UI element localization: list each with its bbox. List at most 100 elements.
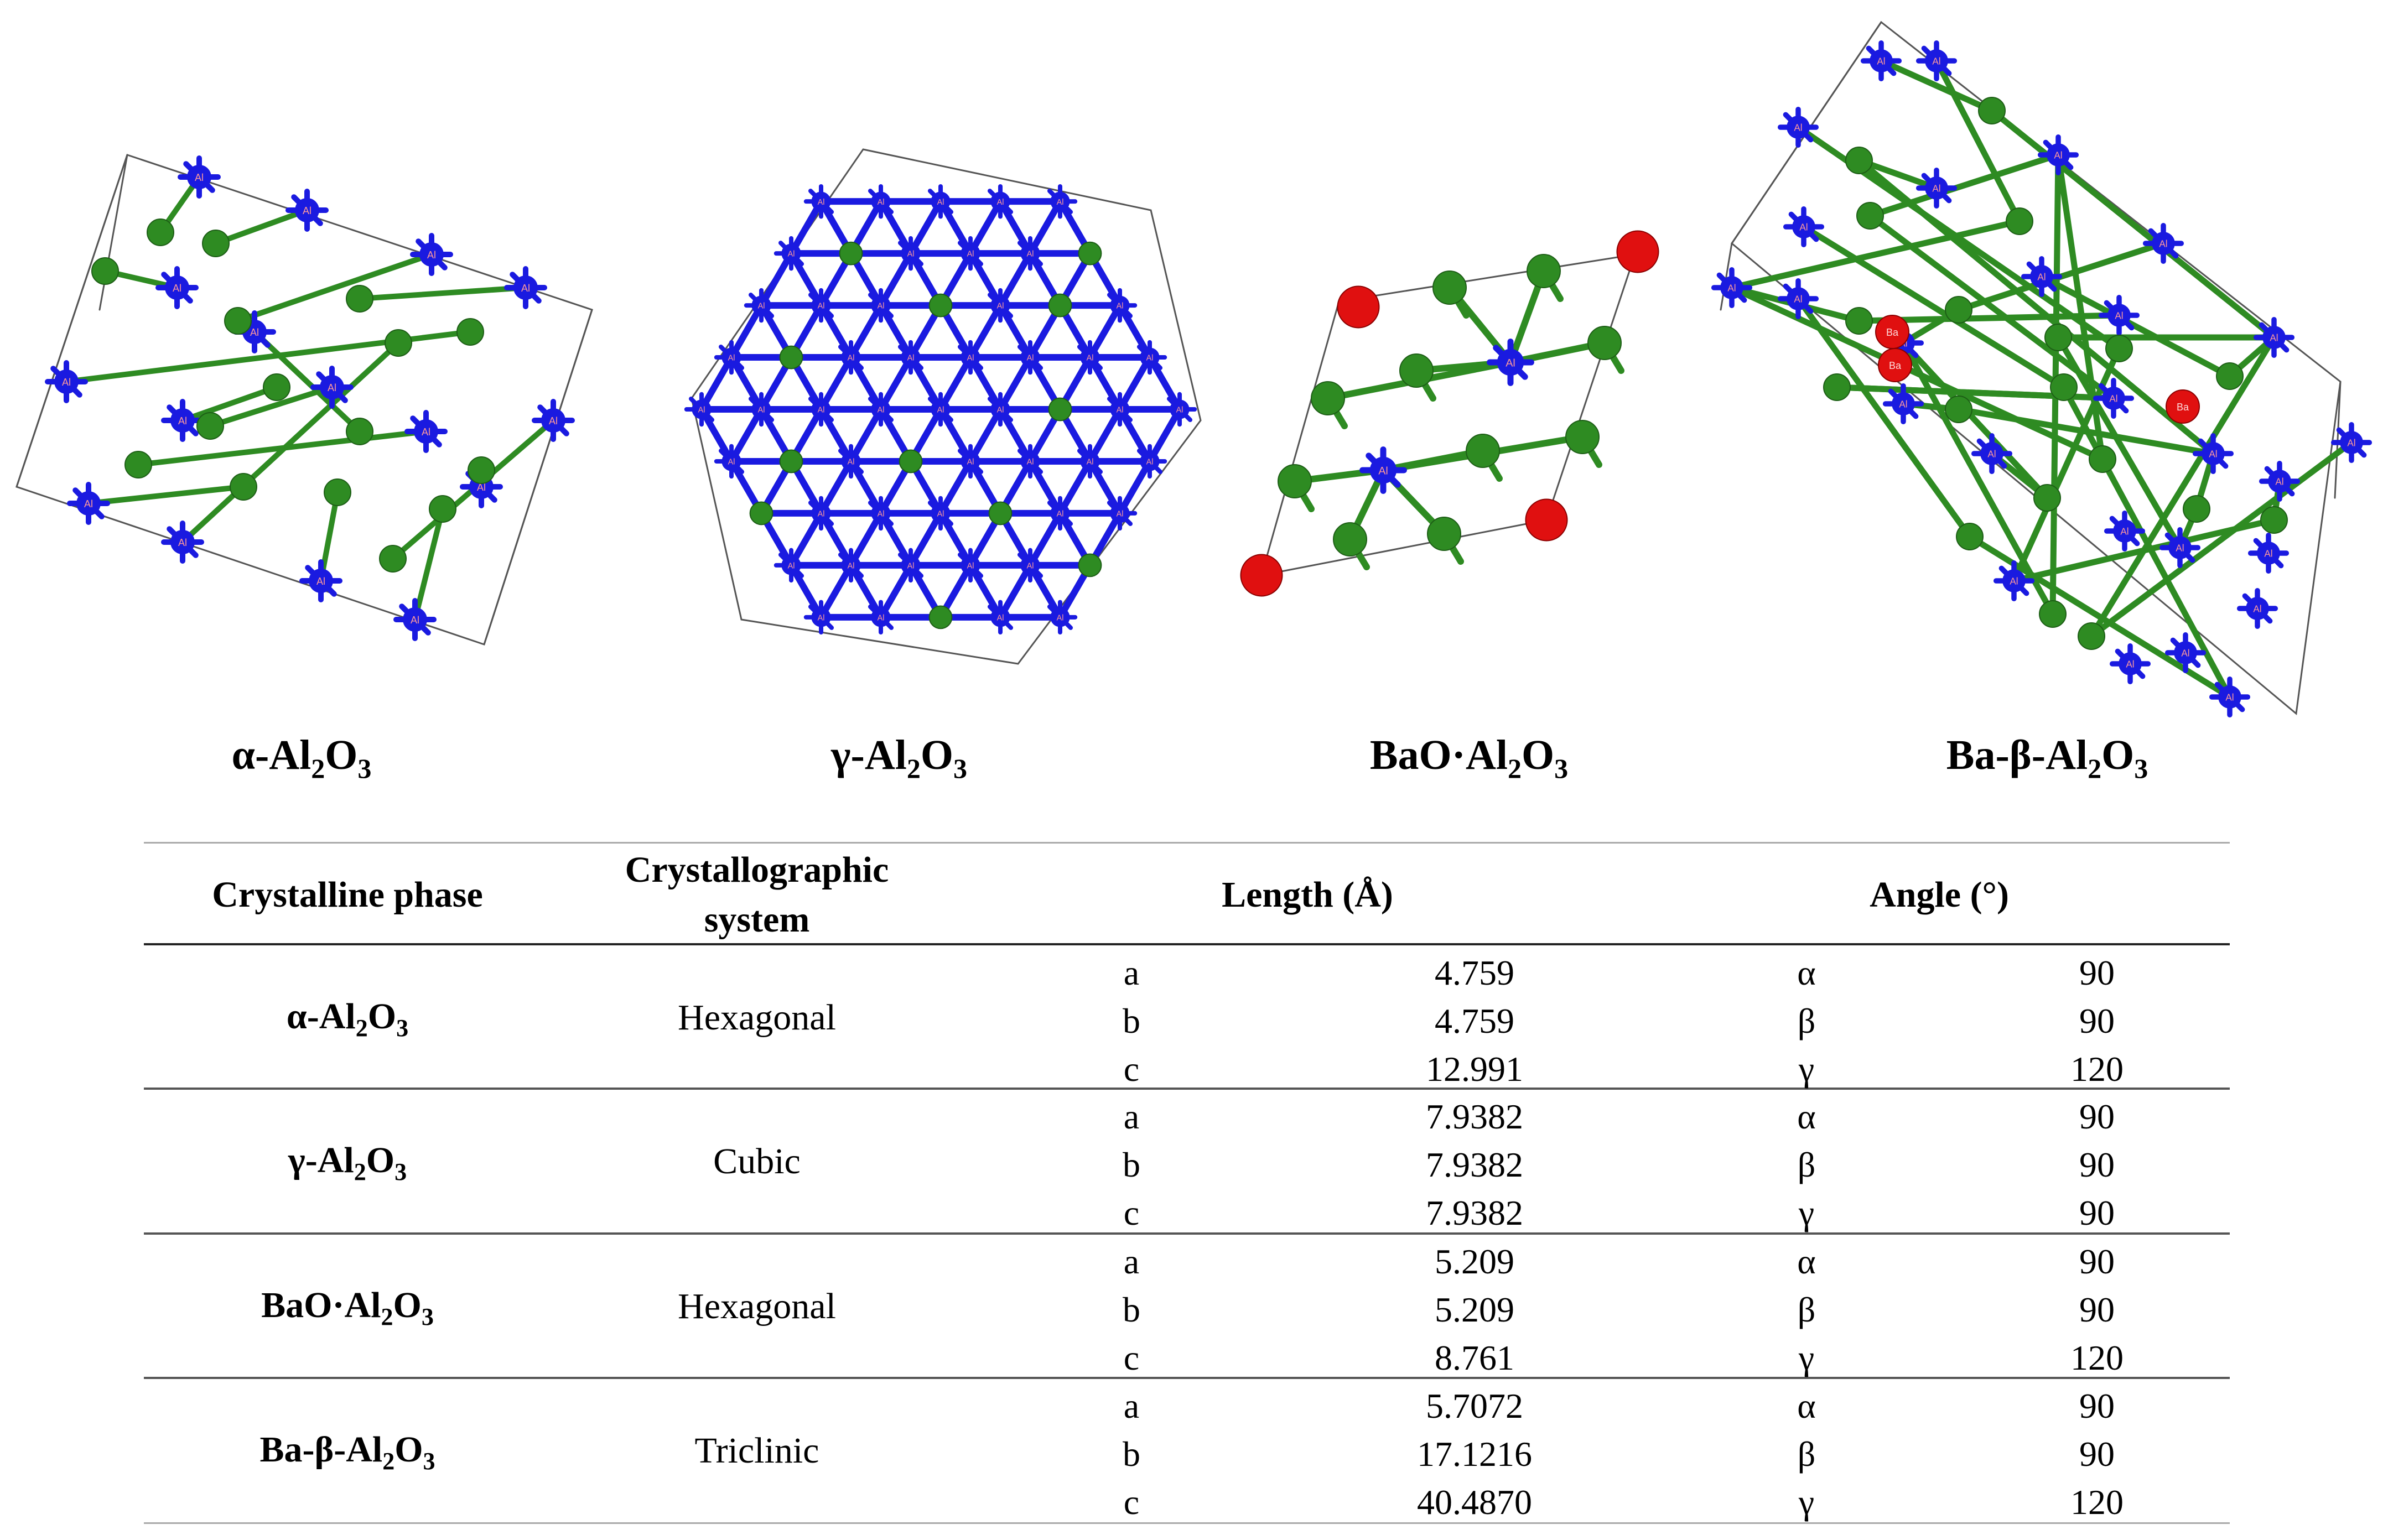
al-o-bond [235, 252, 434, 324]
al-atom-label: Al [477, 482, 486, 493]
al-atom [1792, 215, 1815, 238]
al-atom [1170, 399, 1190, 419]
angle-value: 90 [2079, 1001, 2115, 1040]
al-o-bond [937, 198, 974, 257]
al-o-bond [2038, 273, 2233, 379]
o-atom [1078, 241, 1102, 266]
phase-name-part: α-Al [286, 996, 356, 1037]
al-o-bond [1989, 107, 2277, 341]
angle-value: 120 [2070, 1338, 2124, 1377]
al-o-bond [967, 250, 1004, 309]
phase-name-part: O [366, 1140, 395, 1180]
phase-name: α-Al2O3 [287, 996, 408, 1042]
al-o-bond [818, 354, 854, 413]
phase-name-part: 2 [355, 1014, 368, 1042]
angle-label: β [1797, 1001, 1816, 1040]
o-atom [1845, 307, 1873, 335]
o-atom [779, 345, 803, 370]
al-atom-label: Al [1057, 613, 1064, 622]
o-atom [263, 373, 290, 401]
al-atom-label: Al [1799, 222, 1808, 233]
al-o-bond [1900, 340, 2056, 617]
al-o-bond [878, 561, 914, 621]
al-atom [811, 295, 831, 315]
al-atom-label: Al [758, 406, 765, 415]
al-o-bond [252, 329, 362, 434]
angle-label: β [1797, 1434, 1816, 1474]
al-atom-label: Al [907, 250, 915, 259]
angle-label: β [1797, 1145, 1816, 1184]
o-atom [1978, 97, 2006, 124]
al-atom [871, 607, 891, 627]
o-atom [230, 473, 257, 501]
o-atom [1823, 373, 1851, 401]
al-o-bond [997, 198, 1034, 257]
o-atom [346, 418, 373, 445]
ba-atom [1525, 498, 1568, 542]
al-o-bond [1027, 198, 1063, 257]
al-atom-label: Al [1087, 458, 1094, 467]
o-atom [147, 218, 174, 246]
angle-label: γ [1798, 1482, 1815, 1522]
al-atom-label: Al [62, 377, 71, 388]
angle-label: α [1797, 953, 1816, 992]
al-atom-label: Al [997, 406, 1004, 415]
al-atom-label: Al [2270, 333, 2278, 344]
al-atom-label: Al [878, 302, 885, 311]
al-o-bond [2088, 439, 2355, 639]
o-atom [1078, 553, 1102, 578]
al-atom [165, 275, 189, 300]
al-o-bond [1795, 295, 1973, 540]
al-o-bond [180, 384, 279, 423]
al-o-bond [967, 302, 1004, 361]
unit-cell-edge [2334, 381, 2342, 499]
al-atom [1870, 49, 1893, 72]
al-o-bond [788, 250, 824, 309]
al-atom-label: Al [788, 561, 795, 570]
al-atom-label: Al [848, 354, 855, 363]
al-atom [781, 243, 801, 263]
length-axis-label: c [1123, 1049, 1140, 1089]
al-atom [1020, 243, 1040, 263]
o-atom [2044, 324, 2072, 351]
phase-name-part: O [367, 996, 397, 1037]
al-atom-label: Al [997, 613, 1004, 622]
al-o-bond [937, 457, 974, 517]
angle-value: 90 [2079, 1290, 2115, 1329]
al-atom-label: Al [2347, 438, 2355, 449]
al-atom [901, 347, 921, 367]
o-atom [1048, 397, 1072, 422]
al-atom-label: Al [2253, 604, 2261, 615]
al-o-bond [848, 354, 884, 413]
al-o-bond [848, 509, 884, 569]
length-axis-label: b [1123, 1434, 1140, 1474]
angle-value: 90 [2079, 1193, 2115, 1232]
al-atom-label: Al [1932, 56, 1940, 67]
al-atom-label: Al [937, 406, 944, 415]
al-atom [320, 375, 344, 399]
al-atom-label: Al [1899, 399, 1907, 410]
al-atom-label: Al [758, 302, 765, 311]
o-atom [468, 456, 495, 484]
al-atom-label: Al [178, 415, 187, 426]
al-atom [990, 607, 1010, 627]
al-atom-label: Al [907, 561, 915, 570]
al-o-bond [1800, 223, 2067, 391]
al-atom [187, 165, 211, 189]
al-atom-label: Al [1378, 465, 1388, 477]
al-atom [1020, 451, 1040, 471]
al-o-bond [997, 302, 1034, 361]
al-atom [2002, 569, 2026, 592]
caption-ba-beta-al2o3: Ba-β-Al2O3 [1946, 732, 2148, 784]
row-rule [144, 1232, 2230, 1235]
al-atom-label: Al [1146, 354, 1154, 363]
al-atom-label: Al [1027, 458, 1034, 467]
al-atom-label: Al [967, 561, 974, 570]
al-atom-label: Al [1117, 302, 1124, 311]
al-atom [871, 399, 891, 419]
o-atom [1278, 464, 1312, 498]
ba-atom-label: Ba [2177, 402, 2189, 413]
gamma-al2o3-structure: AlAlAlAlAlAlAlAlAlAlAlAlAlAlAlAlAlAlAlAl… [684, 148, 1202, 665]
